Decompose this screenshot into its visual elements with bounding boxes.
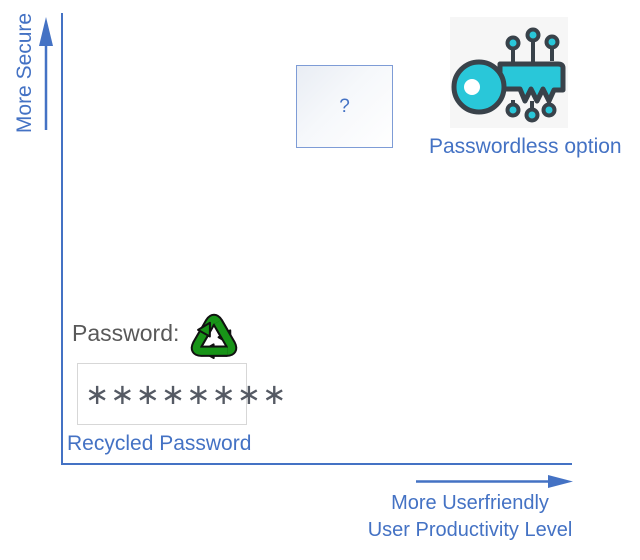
unknown-option-box: ? [296, 65, 393, 148]
passwordless-caption: Passwordless option [429, 135, 622, 158]
x-axis-label-line1: More Userfriendly [391, 492, 549, 514]
x-axis-line [61, 463, 572, 465]
y-axis-line [61, 13, 63, 465]
y-axis-label: More Secure [13, 12, 36, 134]
password-masked-value: ∗∗∗∗∗∗∗∗ [85, 377, 288, 411]
x-axis-label-line2: User Productivity Level [367, 519, 573, 541]
question-mark: ? [339, 95, 350, 117]
arrow-up-icon [39, 17, 53, 130]
recycled-password-caption: Recycled Password [67, 432, 252, 455]
password-field-label: Password: [72, 320, 180, 346]
recycle-icon [174, 301, 254, 386]
arrow-right-icon [416, 475, 573, 488]
key-circuit-icon [450, 17, 568, 128]
password-field: ∗∗∗∗∗∗∗∗ [77, 363, 286, 425]
x-axis-label: More Userfriendly User Productivity Leve… [340, 490, 600, 544]
